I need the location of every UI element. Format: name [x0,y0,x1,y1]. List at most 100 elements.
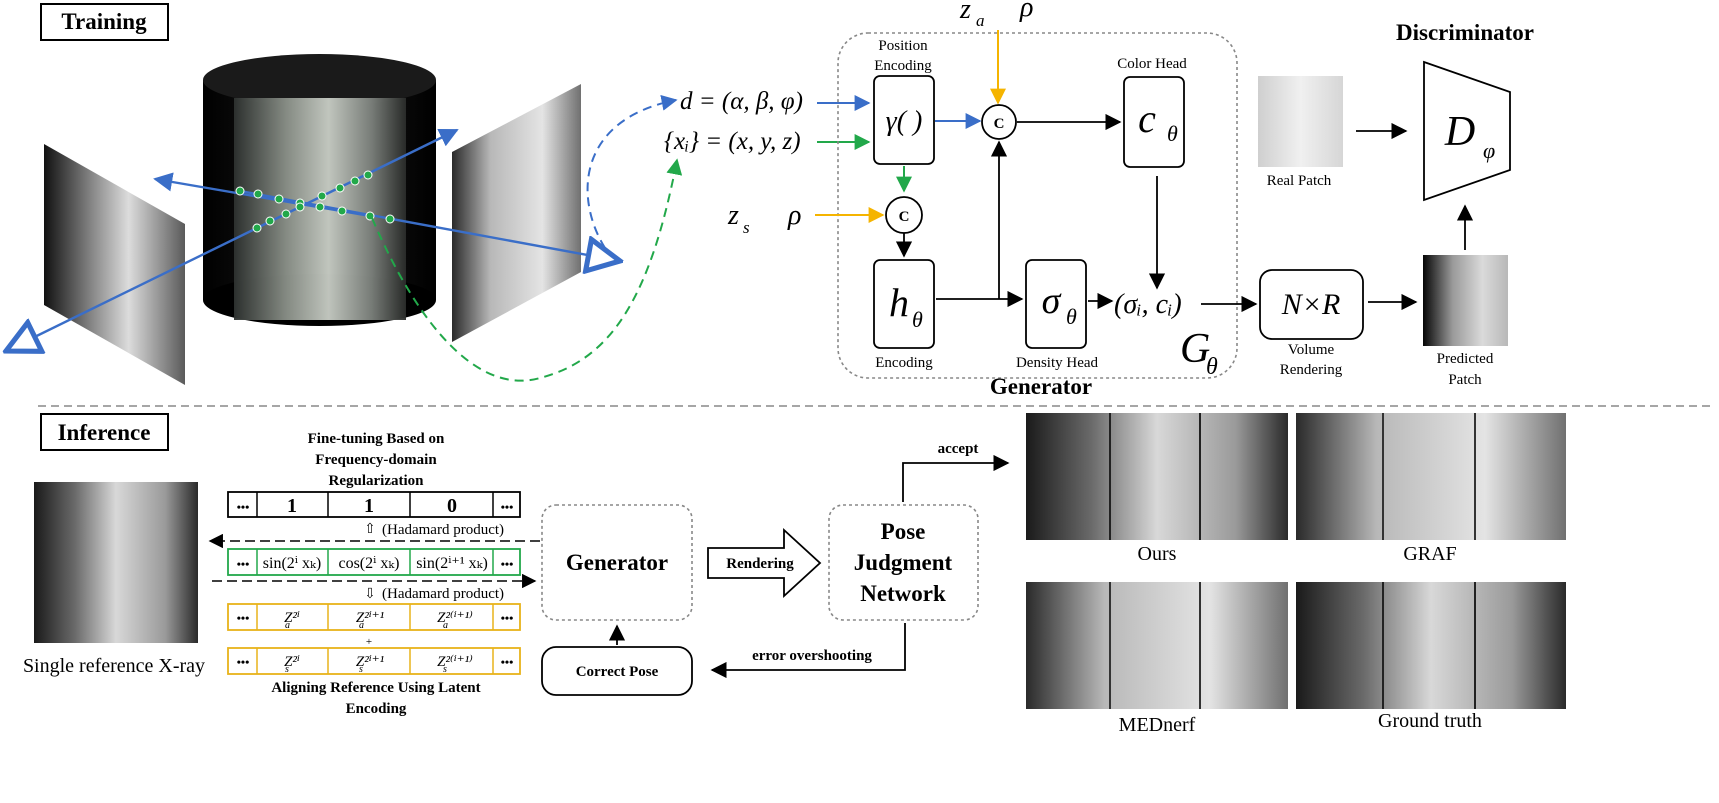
latent-a-cell-1: Z²ⁱ [284,610,300,626]
d-phi-subscript: φ [1483,138,1495,163]
result-label-ground-truth: Ground truth [1378,710,1482,732]
inference-label: Inference [58,420,151,445]
concat-symbol-top: C [994,116,1005,132]
plus-symbol: + [366,636,372,648]
result-image-graf [1296,413,1566,540]
pose-label: Pose [881,519,926,544]
concat-symbol-lower: C [899,209,910,225]
align-title-1: Aligning Reference Using Latent [271,680,480,696]
align-title-2: Encoding [346,701,407,717]
latent-a-sub-2: a [359,620,364,631]
z-s-symbol: z [727,200,739,231]
accept-label: accept [938,441,979,457]
latent-s-cell-1: Z²ⁱ [284,654,300,670]
inference-generator-box [541,504,693,621]
freq-cell-1: sin(2ⁱ xₖ) [263,555,321,572]
volume-rendering-box [1259,269,1364,340]
judgment-label: Judgment [854,550,953,575]
finetune-title-2: Frequency-domain [315,452,437,468]
c-theta-symbol: c [1138,96,1156,141]
finetune-title-3: Regularization [329,473,425,489]
frequency-row: ••• sin(2ⁱ xₖ) cos(2ⁱ xₖ) sin(2ⁱ⁺¹ xₖ) •… [227,548,521,576]
hadamard-down-arrow: ⇩ [364,587,376,602]
ray-to-left [153,172,371,218]
sigma-theta-symbol: σ [1042,280,1062,322]
encoding-box [873,259,935,349]
color-head-box [1123,76,1185,168]
xray-plane-right [452,84,581,342]
accept-arrow [902,454,1010,502]
mask-value-1: 1 [287,495,297,517]
hadamard-up-arrow: ⇧ [364,522,376,537]
hadamard-label-top: (Hadamard product) [382,522,504,538]
sigma-theta-subscript: θ [1066,304,1077,329]
generator-boundary [837,32,1238,379]
d-phi-symbol: D [1444,109,1475,155]
xray-plane-left [44,144,185,385]
mask-value-3: 0 [447,495,457,517]
latent-s-ellipsis-right: ••• [501,655,514,669]
freq-ellipsis-left: ••• [237,557,250,571]
gamma-symbol: γ( ) [886,106,923,137]
position-encoding-label-2: Encoding [874,58,932,74]
training-section: Training d = (α, β, φ) { [6,0,1534,399]
z-a-subscript: a [976,11,985,30]
z-s-subscript: s [743,218,750,237]
result-image-mednerf [1026,582,1288,709]
freq-ellipsis-right: ••• [501,557,514,571]
c-theta-subscript: θ [1167,121,1178,146]
dashed-points-arrow [371,158,683,382]
latent-s-cell-2: Z²ⁱ⁺¹ [356,654,385,670]
discriminator-label: Discriminator [1396,20,1534,45]
view-direction-formula: d = (α, β, φ) [680,88,803,115]
h-theta-subscript: θ [912,307,923,332]
result-image-ours [1026,413,1288,540]
discriminator-trapezoid [1423,60,1511,202]
freq-cell-3: sin(2ⁱ⁺¹ xₖ) [416,555,488,572]
latent-a-sub-3: a [443,620,448,631]
n-by-r-symbol: N×R [1281,288,1341,321]
latent-a-cell-2: Z²ⁱ⁺¹ [356,610,385,626]
result-mednerf: MEDnerf [1026,582,1288,736]
rendering-label: Rendering [1280,362,1343,378]
correct-pose-box [541,646,693,696]
reference-xray-label: Single reference X-ray [23,655,205,677]
latent-s-sub-2: s [359,664,363,675]
dashed-view-dir-arrow [586,94,678,249]
rho-left-symbol: ρ [787,200,801,231]
encoding-label: Encoding [875,355,933,371]
error-overshooting-label: error overshooting [752,648,872,664]
mask-ellipsis-left: ••• [237,500,250,514]
correct-pose-label: Correct Pose [576,664,659,680]
latent-s-sub-1: s [285,664,289,675]
rho-top-symbol: ρ [1019,0,1033,23]
concat-node-top [981,104,1017,140]
network-label: Network [860,581,946,606]
result-ours: Ours [1026,413,1288,565]
sample-points-formula: {xᵢ} = (x, y, z) [664,128,801,155]
z-a-symbol: z [959,0,971,25]
inference-section: Inference Single reference X-ray Fine-tu… [23,413,1566,736]
predicted-patch-label: Predicted [1437,351,1494,367]
result-label-mednerf: MEDnerf [1119,714,1196,736]
reference-xray-image [34,482,198,643]
color-head-label: Color Head [1117,56,1187,72]
mask-ellipsis-right: ••• [501,500,514,514]
pose-judgment-box [828,504,979,621]
position-encoding-label: Position [878,38,928,54]
rendering-block-arrow [707,527,822,599]
result-label-graf: GRAF [1403,543,1456,565]
latent-s-cell-3: Z²⁽ⁱ⁺¹⁾ [437,653,473,670]
latent-a-cell-3: Z²⁽ⁱ⁺¹⁾ [437,609,473,626]
real-patch-label: Real Patch [1267,173,1332,189]
generator-subscript: θ [1206,354,1218,380]
mask-value-2: 1 [364,495,374,517]
density-head-label: Density Head [1016,355,1099,371]
result-ground-truth: Ground truth [1296,582,1566,732]
latent-s-ellipsis-left: ••• [237,655,250,669]
result-image-ground-truth [1296,582,1566,709]
latent-s-row: ••• Z²ⁱ s Z²ⁱ⁺¹ s Z²⁽ⁱ⁺¹⁾ s ••• [227,647,521,675]
h-theta-symbol: h [889,280,909,325]
hadamard-label-bottom: (Hadamard product) [382,586,504,602]
